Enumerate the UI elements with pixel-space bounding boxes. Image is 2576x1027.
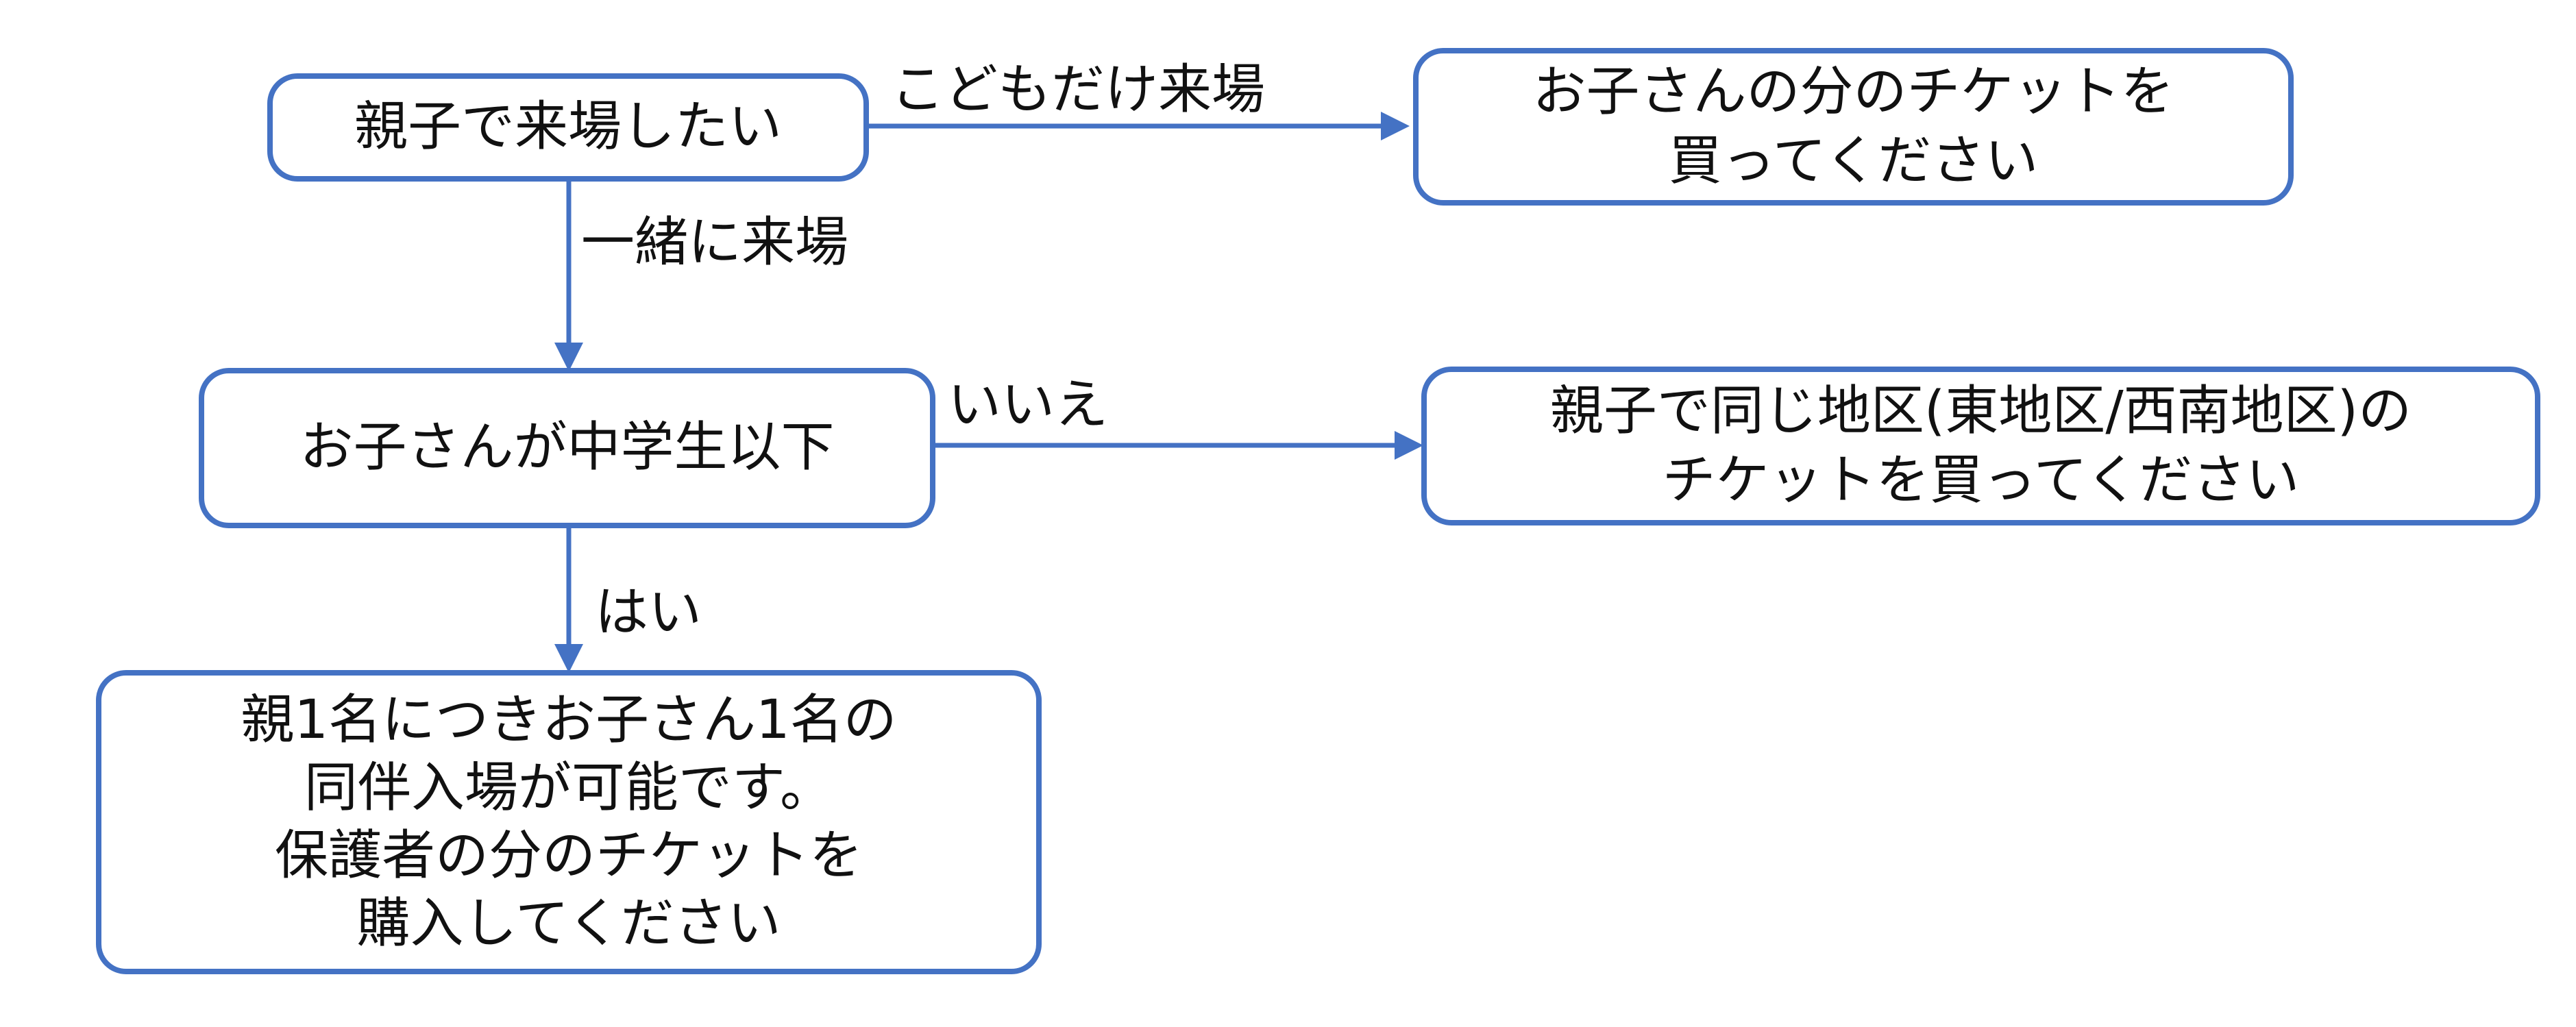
edge-label-no: いいえ <box>948 374 1109 436</box>
node-no-result-line-1: 親子で同じ地区(東地区/西南地区)の <box>1549 380 2412 442</box>
node-start-text: 親子で来場したい <box>354 96 782 158</box>
node-yes-result-line-2: 同伴入場が可能です。 <box>304 756 834 819</box>
node-yes-result: 親1名につきお子さん1名の 同伴入場が可能です。 保護者の分のチケットを 購入し… <box>96 670 1042 974</box>
node-no-result: 親子で同じ地区(東地区/西南地区)の チケットを買ってください <box>1421 367 2540 525</box>
node-age-question-text: お子さんが中学生以下 <box>299 417 835 479</box>
node-yes-result-line-3: 保護者の分のチケットを <box>274 825 863 887</box>
node-child-only-line-2: 買ってください <box>1668 130 2039 192</box>
node-age-question: お子さんが中学生以下 <box>199 368 935 528</box>
node-child-only-result: お子さんの分のチケットを 買ってください <box>1413 48 2294 206</box>
edge-label-yes: はい <box>595 582 702 643</box>
node-no-result-line-2: チケットを買ってください <box>1662 449 2300 511</box>
edge-label-child-only: こどもだけ来場 <box>891 59 1266 121</box>
edge-label-together: 一緒に来場 <box>581 212 849 273</box>
node-yes-result-line-4: 購入してください <box>356 893 781 955</box>
node-start: 親子で来場したい <box>267 73 869 182</box>
node-child-only-line-1: お子さんの分のチケットを <box>1532 60 2174 123</box>
node-yes-result-line-1: 親1名につきお子さん1名の <box>241 689 897 751</box>
